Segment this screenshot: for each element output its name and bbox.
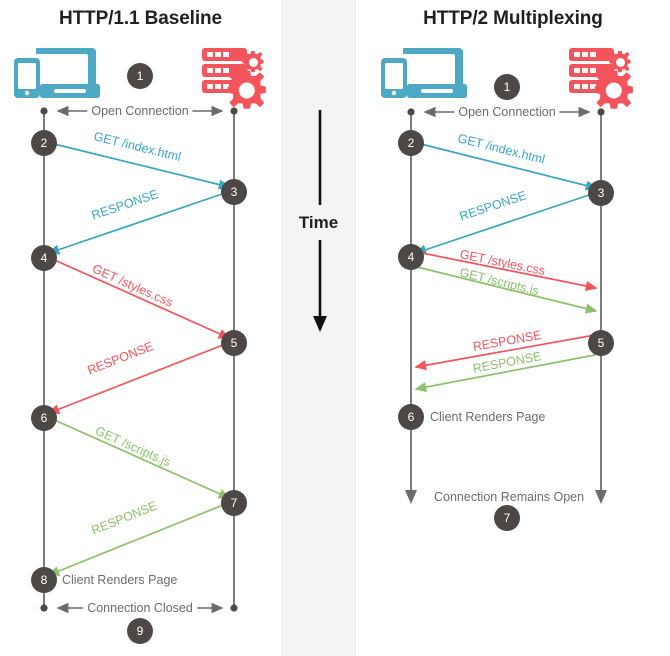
open-connection-label-http11: Open Connection (87, 104, 193, 118)
message-arrow (416, 142, 598, 191)
step-badge: 7 (221, 490, 247, 516)
step-badge: 4 (31, 245, 57, 271)
message-arrow (47, 502, 229, 576)
message-arrow (49, 142, 231, 190)
step-badge: 4 (398, 244, 424, 270)
message-arrow (416, 251, 598, 291)
step-badge: 2 (31, 130, 57, 156)
client-renders-label-http2: Client Renders Page (430, 410, 546, 424)
message-arrow (414, 192, 596, 255)
laptop-phone-icon (14, 48, 100, 98)
panel-title-http11: HTTP/1.1 Baseline (58, 8, 223, 29)
step-badge: 5 (588, 330, 614, 356)
lifelines-http11 (40, 107, 238, 612)
step-badge: 9 (127, 618, 153, 644)
message-arrow (47, 191, 229, 255)
client-renders-label-http11: Client Renders Page (62, 573, 178, 587)
step-badge: 7 (494, 505, 520, 531)
time-axis-label: Time (298, 213, 339, 232)
message-arrow (49, 257, 231, 339)
connection-closed-label-http11: Connection Closed (83, 601, 197, 615)
laptop-phone-icon (381, 48, 467, 98)
panel-title-http2: HTTP/2 Multiplexing (423, 8, 603, 29)
server-gear-icon (569, 48, 633, 109)
step-badge: 1 (127, 63, 153, 89)
message-arrow (414, 334, 596, 371)
time-arrow-icon (313, 110, 327, 332)
step-badge: 5 (221, 330, 247, 356)
step-badge: 2 (398, 130, 424, 156)
message-arrow (416, 266, 598, 314)
connection-remains-open-label: Connection Remains Open (434, 490, 585, 504)
server-gear-icon (202, 48, 266, 109)
step-badge: 6 (31, 405, 57, 431)
step-badge: 8 (31, 567, 57, 593)
step-badge: 6 (398, 404, 424, 430)
message-arrow (49, 417, 231, 499)
message-arrow (47, 342, 229, 415)
message-arrow (414, 354, 596, 393)
step-badge: 1 (494, 74, 520, 100)
open-connection-label-http2: Open Connection (454, 105, 560, 119)
step-badge: 3 (221, 179, 247, 205)
step-badge: 3 (588, 180, 614, 206)
